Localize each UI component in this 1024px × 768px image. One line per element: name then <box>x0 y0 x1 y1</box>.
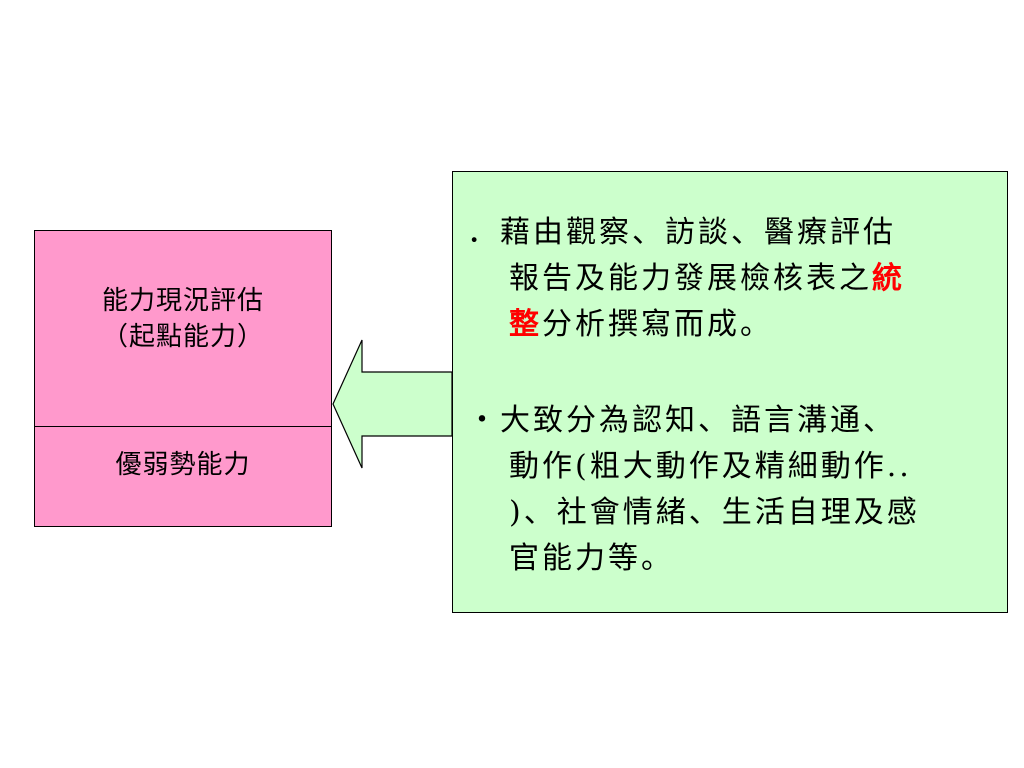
bullet1-line3-text: 分析撰寫而成。 <box>542 307 773 342</box>
bullet1-line2-text: 報告及能力發展檢核表之 <box>509 261 872 296</box>
strengths-weaknesses-label: 優弱勢能力 <box>115 450 251 480</box>
bullet2-line4: 官能力等。 <box>509 541 674 576</box>
strengths-weaknesses-section: 優弱勢能力 <box>35 427 331 527</box>
description-bullet-1: ．藉由觀察、訪談、醫療評估 報告及能力發展檢核表之統 整分析撰寫而成。 <box>467 210 997 348</box>
starting-ability-label: （起點能力） <box>101 322 264 352</box>
left-arrow-icon <box>332 339 453 469</box>
description-bullet-2: ‧大致分為認知、語言溝通、 動作(粗大動作及精細動作.. )、社會情緒、生活自理… <box>467 398 997 582</box>
bullet1-line2: 報告及能力發展檢核表之統 <box>467 256 997 302</box>
bullet1-line3: 整分析撰寫而成。 <box>467 302 997 348</box>
emphasis-char-2: 整 <box>509 307 542 342</box>
ability-status-title: 能力現況評估 <box>101 286 264 316</box>
emphasis-char-1: 統 <box>872 261 905 296</box>
bullet2-line2: 動作(粗大動作及精細動作.. <box>509 449 912 484</box>
ability-status-section: 能力現況評估 （起點能力） <box>35 231 331 427</box>
ability-status-box: 能力現況評估 （起點能力） 優弱勢能力 <box>34 230 332 527</box>
bullet1-line1: ．藉由觀察、訪談、醫療評估 <box>467 215 896 250</box>
bullet2-line1: ‧大致分為認知、語言溝通、 <box>467 403 896 438</box>
bullet2-line3: )、社會情緒、生活自理及感 <box>509 495 920 530</box>
description-box: ．藉由觀察、訪談、醫療評估 報告及能力發展檢核表之統 整分析撰寫而成。 ‧大致分… <box>452 171 1008 613</box>
